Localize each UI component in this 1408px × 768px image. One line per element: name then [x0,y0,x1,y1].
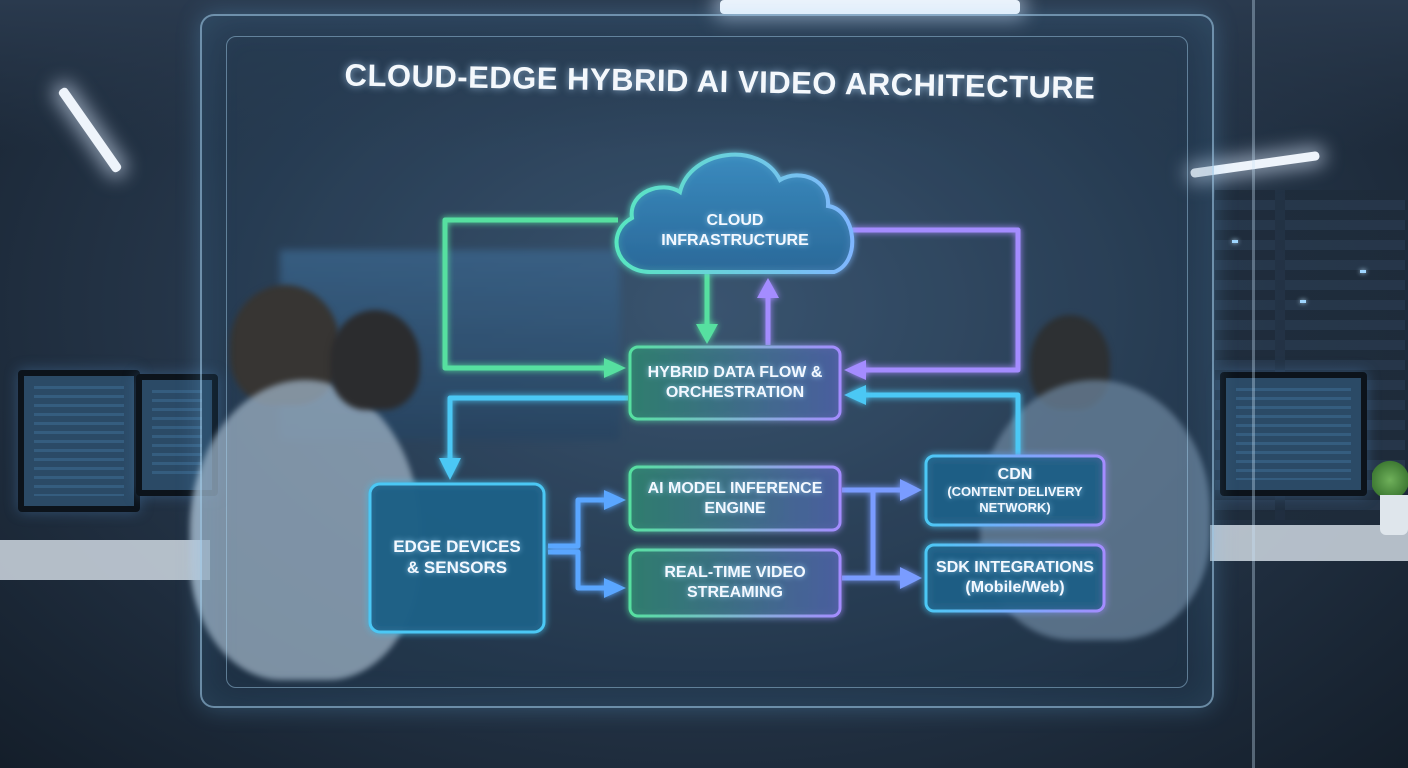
connector-hybrid-to-edge [447,395,628,462]
streaming-node-label: REAL-TIME VIDEO STREAMING [630,550,840,616]
connector-cloud-to-hybrid-right [852,227,1021,373]
connector-edge-to-inference [548,497,608,549]
edge-node-line1: EDGE DEVICES [393,537,521,557]
edge-node-shape [368,482,546,634]
plant-pot [1380,495,1408,535]
rack-light [1300,300,1306,303]
hologram-panel-inner-frame [226,36,1188,688]
cdn-node-line3: NETWORK) [979,500,1051,516]
arrowhead-down [439,458,461,480]
ceiling-lamp [720,0,1020,14]
arrowhead-right [900,479,922,501]
cloud-node-line2: INFRASTRUCTURE [661,232,809,249]
arrowhead-right [604,358,626,378]
hybrid-node-shape [628,345,842,421]
cdn-node-label: CDN (CONTENT DELIVERY NETWORK) [926,456,1104,525]
connector-edge-to-streaming [548,549,608,591]
sdk-node-shape [924,543,1106,613]
connector-cloud-to-hybrid-left [442,217,618,371]
arrowhead-right [604,490,626,510]
monitor [1220,372,1367,496]
desk [0,540,210,580]
ceiling [0,0,1408,150]
hybrid-node-line2: ORCHESTRATION [665,384,805,401]
sdk-node-label: SDK INTEGRATIONS (Mobile/Web) [926,545,1104,611]
hybrid-node-label: HYBRID DATA FLOW & ORCHESTRATION [630,347,840,419]
cdn-node-shape [924,454,1106,527]
streaming-node-line1: REAL-TIME VIDEO [664,564,806,582]
cloud-node-line1: CLOUD [706,212,764,230]
streaming-node-line2: STREAMING [687,584,783,601]
inference-node-line1: AI MODEL INFERENCE [647,479,823,497]
hybrid-node-line1: HYBRID DATA FLOW & [647,364,823,382]
rack-light [1360,270,1366,273]
cdn-node-line1: CDN [997,465,1033,483]
arrowhead-right [604,578,626,598]
streaming-node-shape [628,548,842,618]
glass-partition-edge [1252,0,1255,768]
arrowhead-down [696,324,718,344]
inference-node-line2: ENGINE [704,499,766,517]
person [330,310,420,410]
edge-node-line2: & SENSORS [406,558,508,577]
edge-node-label: EDGE DEVICES & SENSORS [370,484,544,632]
sdk-node-line1: SDK INTEGRATIONS [936,559,1094,577]
cloud-node-shape [614,152,855,274]
arrowhead-right [900,567,922,589]
plant [1372,460,1408,500]
rack-light [1232,240,1238,243]
sdk-node-line2: (Mobile/Web) [965,579,1065,596]
arrowhead-left [844,385,866,405]
cloud-node-label: CLOUD INFRASTRUCTURE [640,208,830,254]
arrowhead-left [844,360,866,380]
inference-node-label: AI MODEL INFERENCE ENGINE [630,467,840,530]
arrowhead-up [757,278,779,298]
inference-node-shape [628,465,842,532]
cdn-node-line2: (CONTENT DELIVERY [947,484,1083,500]
desk [1210,525,1408,561]
connector-cdn-to-hybrid [858,392,1021,456]
